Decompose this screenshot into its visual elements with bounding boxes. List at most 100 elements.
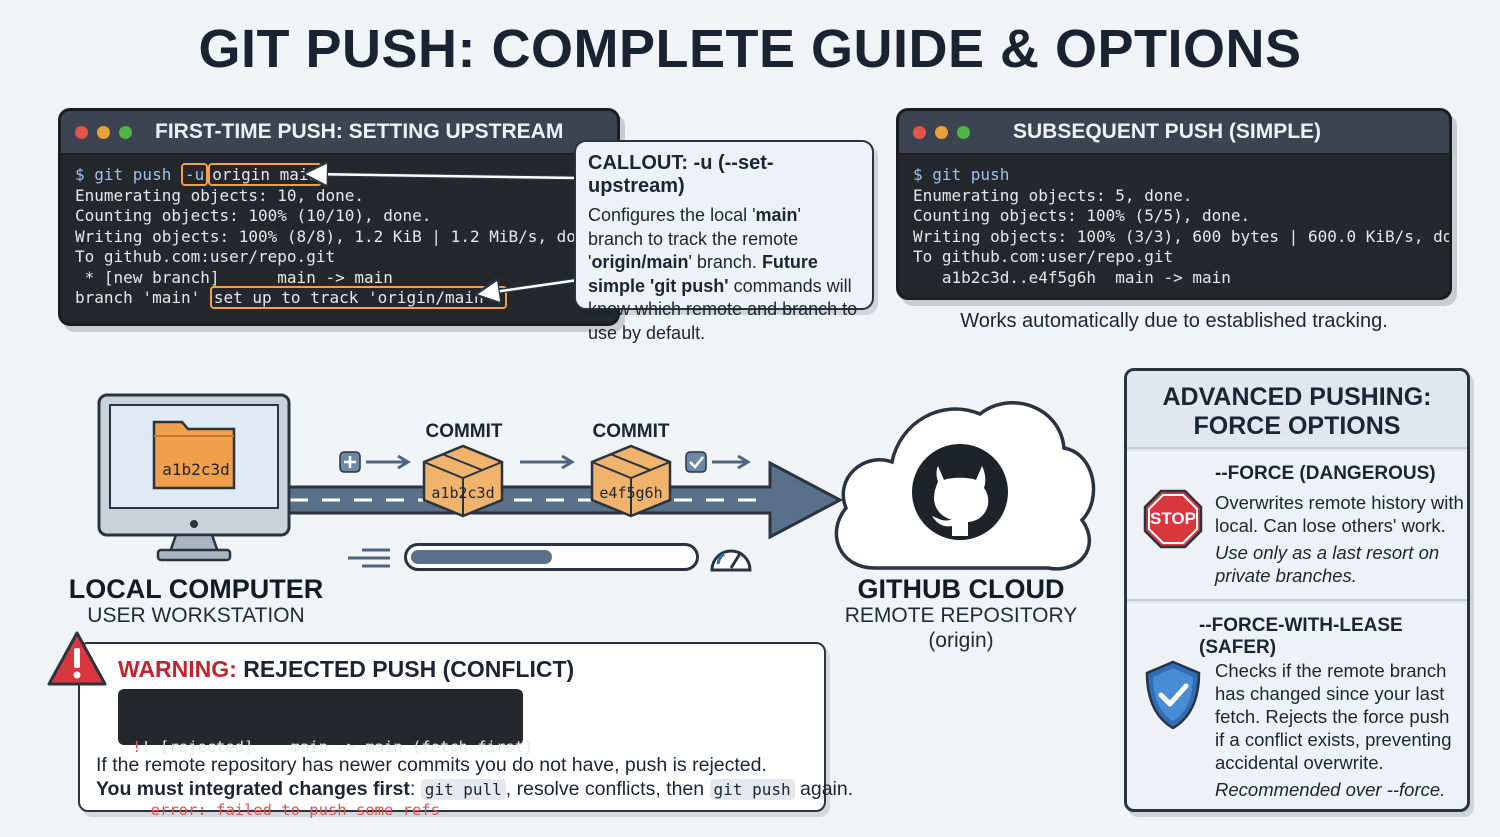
callout-arrows: [300, 160, 579, 310]
instruction-bold: You must integrated changes first: [96, 778, 410, 800]
shield-check-icon: [1145, 660, 1201, 730]
command-prompt: $ git push: [75, 165, 181, 184]
close-dot-icon[interactable]: [75, 125, 88, 139]
warning-title: WARNING: REJECTED PUSH (CONFLICT): [118, 656, 574, 683]
instruction-text: , resolve conflicts, then: [505, 778, 710, 800]
force-title-line: FORCE OPTIONS: [1193, 412, 1401, 440]
callout-bold: Future simple 'git push': [588, 252, 818, 296]
maximize-dot-icon[interactable]: [119, 125, 132, 139]
instruction-text: :: [409, 778, 421, 800]
output-line: * [new branch] main -> main: [75, 267, 393, 287]
force-lease-desc: Checks if the remote branch has changed …: [1215, 659, 1465, 801]
command-prompt: $ git push: [913, 165, 1010, 184]
warning-triangle-icon: [47, 631, 107, 686]
upstream-callout: CALLOUT: -u (--set-upstream) Configures …: [574, 140, 874, 343]
origin-label: (origin): [928, 629, 994, 652]
folder-hash: a1b2c3d: [162, 460, 230, 479]
warning-heading: REJECTED PUSH (CONFLICT): [236, 656, 575, 682]
warning-instruction: You must integrated changes first: git p…: [96, 778, 853, 801]
progress-fill: [411, 550, 552, 564]
github-cloud-label: GITHUB CLOUD: [857, 574, 1065, 604]
minimize-dot-icon[interactable]: [97, 125, 110, 139]
force-title-line: ADVANCED PUSHING:: [1162, 383, 1432, 411]
output-line: branch 'main': [75, 288, 210, 307]
git-pull-code: git pull: [420, 779, 506, 800]
commit-label: COMMIT: [425, 421, 503, 442]
output-line: Counting objects: 100% (10/10), done.: [75, 206, 432, 225]
output-line: To github.com:user/repo.git: [913, 247, 1174, 266]
subsequent-push-terminal: SUBSEQUENT PUSH (SIMPLE) $ git push Enum…: [896, 108, 1452, 300]
git-push-code: git push: [709, 779, 795, 800]
output-line: a1b2c3d..e4f5g6h main -> main: [913, 267, 1231, 287]
commit-hash: a1b2c3d: [431, 484, 495, 502]
remote-repo-label: REMOTE REPOSITORY: [844, 604, 1078, 627]
terminal-titlebar: FIRST-TIME PUSH: SETTING UPSTREAM: [61, 111, 617, 155]
force-desc-line: accidental overwrite.: [1215, 752, 1384, 773]
error-line: error: failed to push some refs: [132, 801, 440, 819]
callout-text: Configures the local 'main' branch to tr…: [588, 204, 860, 345]
force-desc-line: Overwrites remote history with: [1215, 492, 1464, 513]
instruction-text: again.: [794, 778, 854, 800]
maximize-dot-icon[interactable]: [957, 125, 970, 139]
output-line: Writing objects: 100% (8/8), 1.2 KiB | 1…: [75, 226, 605, 246]
push-track: [280, 460, 844, 540]
output-line: Counting objects: 100% (5/5), done.: [913, 206, 1251, 225]
minimize-dot-icon[interactable]: [935, 125, 948, 139]
monitor-icon: [97, 393, 291, 562]
local-computer-sub: USER WORKSTATION: [87, 604, 305, 627]
force-option-heading: --FORCE (DANGEROUS): [1215, 463, 1436, 484]
force-with-lease-section: --FORCE-WITH-LEASE (SAFER) Checks if the…: [1127, 603, 1467, 809]
force-option-heading: --FORCE-WITH-LEASE (SAFER): [1199, 615, 1403, 658]
commit-label: COMMIT: [592, 421, 670, 442]
close-dot-icon[interactable]: [913, 125, 926, 139]
force-desc-italic: private branches.: [1215, 565, 1357, 586]
force-desc-italic: Use only as a last resort on: [1215, 542, 1440, 563]
warning-label: WARNING:: [118, 656, 237, 682]
gauge-icon: [710, 549, 752, 572]
force-desc-italic: Recommended over --force.: [1215, 779, 1446, 800]
rejected-push-warning: WARNING: REJECTED PUSH (CONFLICT) !! [re…: [78, 642, 853, 819]
force-desc-line: local. Can lose others' work.: [1215, 515, 1446, 536]
output-line: Writing objects: 100% (3/3), 600 bytes |…: [913, 226, 1452, 246]
flag-highlight: -u: [180, 163, 209, 186]
force-desc-line: Checks if the remote branch: [1215, 660, 1447, 681]
callout-title: CALLOUT: -u (--set-upstream): [588, 152, 774, 197]
commit-hash: e4f5g6h: [599, 484, 663, 502]
force-options-title: ADVANCED PUSHING: FORCE OPTIONS: [1127, 371, 1467, 449]
stop-sign-text: STOP: [1150, 509, 1196, 528]
stop-sign-icon: [1143, 489, 1203, 549]
commit-box-icon: [422, 444, 504, 518]
callout-text-part: Configures the local ': [588, 205, 756, 225]
step-arrows: [339, 451, 751, 473]
terminal-title: SUBSEQUENT PUSH (SIMPLE): [1013, 120, 1322, 143]
warning-code-block: !! [rejected] main -> main (fetch first)…: [118, 689, 533, 819]
page-title: GIT PUSH: COMPLETE GUIDE & OPTIONS: [198, 19, 1302, 79]
code-line: !! [rejected] main -> main (fetch first): [132, 738, 534, 756]
output-line: Enumerating objects: 5, done.: [913, 185, 1193, 205]
local-computer-label: LOCAL COMPUTER: [68, 574, 324, 604]
callout-bold: origin/main: [591, 252, 689, 272]
commit-box-icon: [590, 444, 672, 518]
speed-lines-icon: [348, 548, 390, 568]
force-options-panel: ADVANCED PUSHING: FORCE OPTIONS --FORCE …: [1124, 368, 1470, 812]
terminal-output: $ git push Enumerating objects: 5, done.…: [899, 155, 1452, 297]
callout-bold: main: [755, 205, 798, 225]
subsequent-caption: Works automatically due to established t…: [960, 310, 1388, 332]
output-line: To github.com:user/repo.git: [75, 247, 336, 266]
callout-text-part: ' branch to track the remote ': [588, 205, 801, 272]
force-desc-line: has changed since your last: [1215, 683, 1445, 704]
force-option-desc: Overwrites remote history with local. Ca…: [1215, 491, 1465, 587]
terminal-title: FIRST-TIME PUSH: SETTING UPSTREAM: [155, 120, 564, 143]
tracking-highlight: set up to track 'origin/main'.: [209, 286, 507, 309]
callout-text-part: ' branch.: [688, 252, 762, 272]
rejected-line: ! [rejected] main -> main (fetch first): [141, 738, 534, 756]
github-cloud-icon: [834, 401, 1096, 571]
terminal-titlebar: SUBSEQUENT PUSH (SIMPLE): [899, 111, 1449, 155]
output-line: Enumerating objects: 10, done.: [75, 185, 364, 205]
force-desc-line: if a conflict exists, preventing: [1215, 729, 1452, 750]
force-option-section: --FORCE (DANGEROUS) STOP Overwrites remo…: [1127, 451, 1467, 601]
callout-text-part: commands will know which remote and bran…: [588, 275, 858, 343]
progress-bar: [404, 543, 699, 571]
warning-text: If the remote repository has newer commi…: [96, 754, 767, 776]
force-desc-line: fetch. Rejects the force push: [1215, 706, 1450, 727]
